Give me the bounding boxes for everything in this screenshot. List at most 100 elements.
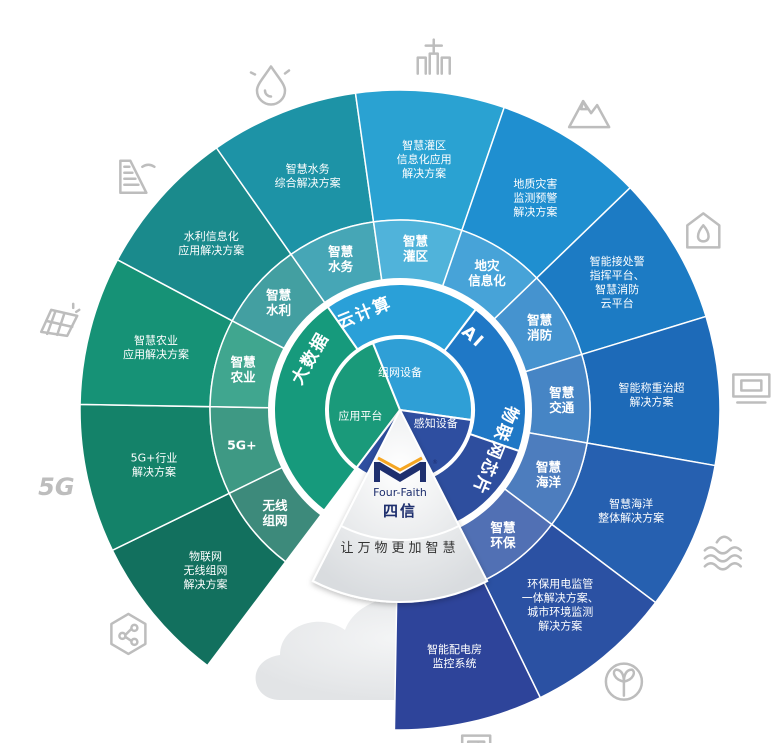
application-label-line: 智慧 (402, 234, 429, 249)
5g-icon-glyph: 5G (38, 473, 74, 501)
solution-label: 物联网无线组网解决方案 (184, 549, 228, 591)
solution-label: 智慧灌区信息化应用解决方案 (397, 138, 452, 180)
solution-label-line: 综合解决方案 (275, 175, 341, 189)
application-label-line: 智慧 (535, 459, 562, 474)
power-cabinet-icon (460, 734, 492, 743)
technology-sector[interactable] (273, 305, 359, 513)
core-label: 应用平台 (338, 409, 382, 423)
solution-label-line: 智慧农业 (134, 333, 178, 347)
application-label-line: 环保 (491, 535, 517, 550)
solution-label: 智慧水务综合解决方案 (275, 161, 341, 189)
technology-arc (273, 305, 359, 513)
application-label: 智慧消防 (526, 313, 553, 343)
solution-label: 地质灾害监测预警解决方案 (513, 176, 557, 218)
solution-label-line: 智慧灌区 (402, 138, 446, 152)
solution-label: 智能称重治超解决方案 (619, 380, 685, 408)
application-label-line: 灌区 (402, 249, 429, 264)
brand-cn-logo: 四信 (383, 502, 417, 520)
application-label-line: 消防 (527, 328, 553, 343)
application-label-line: 智慧 (526, 313, 553, 328)
solution-label-line: 解决方案 (513, 204, 557, 218)
solution-label-line: 整体解决方案 (598, 510, 664, 524)
solution-label: 智能接处警指挥平台、智慧消防云平台 (590, 254, 645, 310)
solution-label-line: 智能接处警 (590, 254, 645, 268)
solution-label-line: 应用解决方案 (178, 243, 244, 257)
solution-label-line: 智能称重治超 (619, 380, 685, 394)
irrigation-icon (416, 38, 451, 75)
solution-label: 智能配电房监控系统 (427, 642, 482, 670)
mountain-icon (567, 99, 611, 129)
application-label-line: 海洋 (536, 474, 562, 489)
solution-label-line: 指挥平台、 (590, 268, 645, 282)
leaf-icon (604, 662, 644, 701)
solution-label-line: 云平台 (601, 296, 634, 310)
application-label-line: 智慧 (490, 520, 517, 535)
waves-icon (703, 535, 743, 571)
application-label-line: 无线 (261, 498, 288, 513)
application-label: 5G+ (227, 437, 256, 452)
slogan: 让万物更加智慧 (340, 540, 459, 556)
hub-divider (340, 524, 460, 541)
svg-text:®: ® (432, 459, 438, 466)
application-label-line: 农业 (230, 369, 257, 384)
solution-label-line: 信息化应用 (397, 152, 452, 166)
water-drop-icon (249, 65, 291, 106)
solution-label-line: 智能配电房 (427, 642, 482, 656)
application-label: 智慧水利 (265, 288, 292, 318)
application-label-line: 5G+ (227, 437, 256, 452)
application-label: 智慧水务 (327, 244, 354, 274)
solution-label-line: 解决方案 (538, 618, 582, 632)
solution-label-line: 水利信息化 (184, 229, 239, 243)
application-label-line: 水务 (328, 259, 354, 274)
solution-label: 智慧海洋整体解决方案 (598, 496, 664, 524)
solution-segment[interactable]: 5G+行业解决方案 5G+ (79, 403, 285, 552)
fire-icon (686, 212, 721, 249)
application-label-line: 水利 (266, 303, 291, 318)
5g-icon: 5G (38, 473, 74, 501)
solution-label: 水利信息化应用解决方案 (178, 229, 244, 257)
application-label-line: 智慧 (265, 288, 292, 303)
solution-label-line: 解决方案 (630, 394, 674, 408)
dam-icon (119, 159, 156, 195)
solution-label-line: 监控系统 (433, 656, 477, 670)
solution-label-line: 城市环境监测 (527, 604, 593, 618)
application-label: 地灾信息化 (468, 258, 506, 288)
core-sector[interactable]: 组网设备 (371, 337, 473, 422)
application-label-line: 信息化 (468, 273, 506, 288)
brand-name: Four-Faith (373, 486, 427, 499)
solution-label-line: 环保用电监管 (527, 576, 593, 590)
application-label-line: 交通 (549, 400, 575, 415)
hub-sector (311, 408, 489, 603)
solution-label-line: 5G+行业 (131, 451, 178, 464)
solution-label-line: 监测预警 (513, 190, 557, 204)
solution-label-line: 智慧消防 (595, 282, 639, 296)
application-label: 智慧交通 (548, 385, 575, 415)
application-label: 无线组网 (261, 498, 288, 528)
solar-panel-icon (39, 302, 81, 338)
application-label-line: 智慧 (548, 385, 575, 400)
solution-label-line: 解决方案 (132, 464, 176, 478)
solution-label-line: 智慧水务 (286, 161, 330, 175)
application-label: 智慧灌区 (402, 234, 429, 264)
four-faith-logo: ® (374, 456, 438, 482)
solution-label-line: 解决方案 (402, 166, 446, 180)
solution-label-line: 智慧海洋 (609, 496, 653, 510)
application-label-line: 智慧 (230, 354, 257, 369)
application-label-line: 地灾 (475, 258, 501, 273)
solution-label-line: 地质灾害 (513, 176, 557, 190)
core-label: 组网设备 (378, 365, 422, 379)
solution-label-line: 无线组网 (184, 563, 228, 577)
application-label: 智慧环保 (490, 520, 517, 550)
application-label: 智慧农业 (230, 354, 257, 384)
solution-label: 智慧农业应用解决方案 (123, 333, 189, 361)
application-label: 智慧海洋 (535, 459, 562, 489)
solution-label: 5G+行业解决方案 (131, 451, 178, 478)
application-label-line: 智慧 (327, 244, 354, 259)
